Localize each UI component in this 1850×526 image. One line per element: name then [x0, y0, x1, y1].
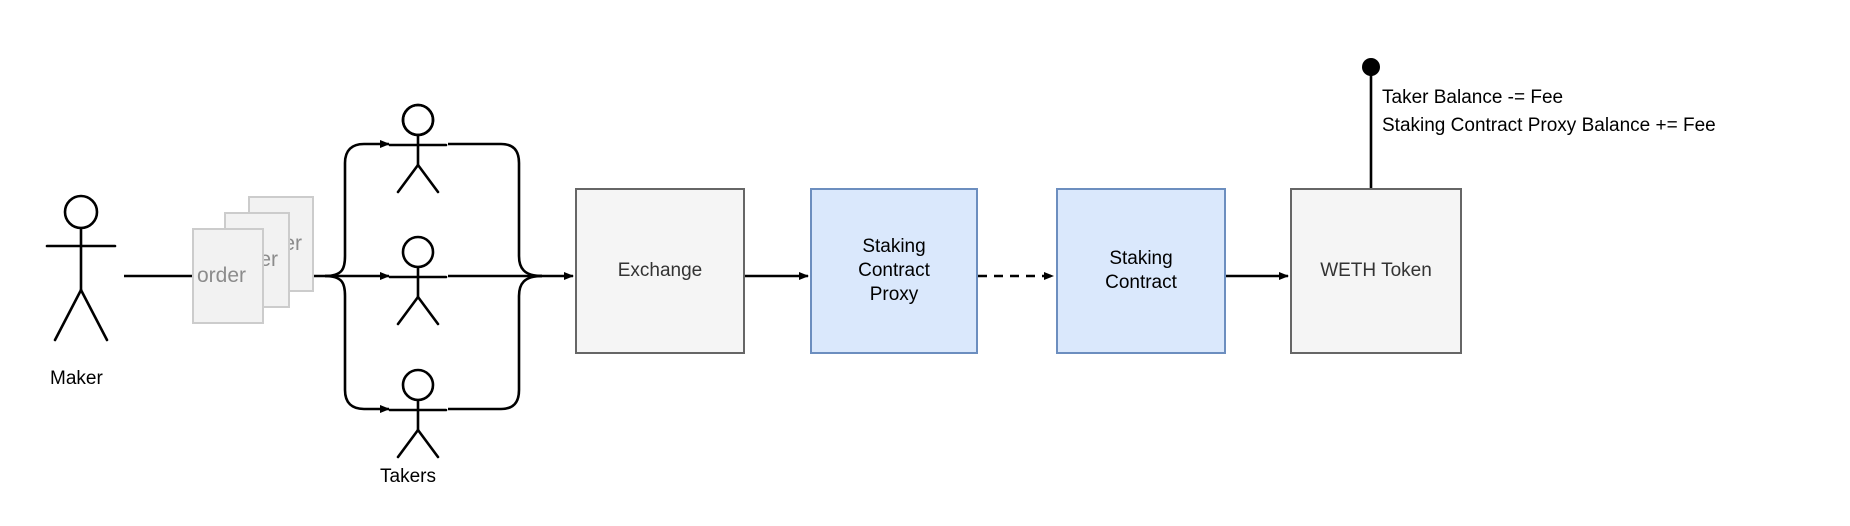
node-label-line-2: Contract — [1105, 272, 1177, 293]
node-label-line-2: Contract — [858, 259, 930, 281]
taker-figure-2-icon — [388, 235, 448, 326]
node-exchange[interactable]: Exchange — [575, 188, 745, 354]
node-label-line-1: Staking — [862, 235, 926, 257]
taker-figure-1-icon — [388, 103, 448, 194]
node-staking-contract-label: Staking Contract — [1105, 247, 1177, 296]
node-staking-contract-proxy[interactable]: Staking Contract Proxy — [810, 188, 978, 354]
annotation-callout-dot-icon — [1362, 58, 1380, 76]
taker-figure-3-icon — [388, 368, 448, 459]
annotation-line-2: Staking Contract Proxy Balance += Fee — [1382, 115, 1716, 136]
node-label-line-3: Proxy — [869, 284, 919, 306]
node-exchange-label: Exchange — [617, 259, 703, 281]
annotation-line-1: Taker Balance -= Fee — [1382, 87, 1564, 108]
maker-label: Maker — [50, 368, 103, 389]
node-staking-contract[interactable]: Staking Contract — [1056, 188, 1226, 354]
node-label-line-1: Staking — [1109, 247, 1173, 269]
node-staking-contract-proxy-label: Staking Contract Proxy — [858, 235, 930, 308]
order-card-front: order — [192, 228, 264, 324]
edge-branch-top — [324, 140, 390, 278]
node-weth-token-label: WETH Token — [1320, 259, 1432, 281]
edge-merge-top — [448, 142, 543, 278]
order-card-label: order — [197, 264, 247, 287]
edge-branch-bottom — [324, 274, 390, 413]
node-weth-token[interactable]: WETH Token — [1290, 188, 1462, 354]
takers-label: Takers — [380, 466, 436, 487]
maker-figure-icon — [45, 194, 117, 342]
edge-merge-bottom — [448, 274, 543, 411]
